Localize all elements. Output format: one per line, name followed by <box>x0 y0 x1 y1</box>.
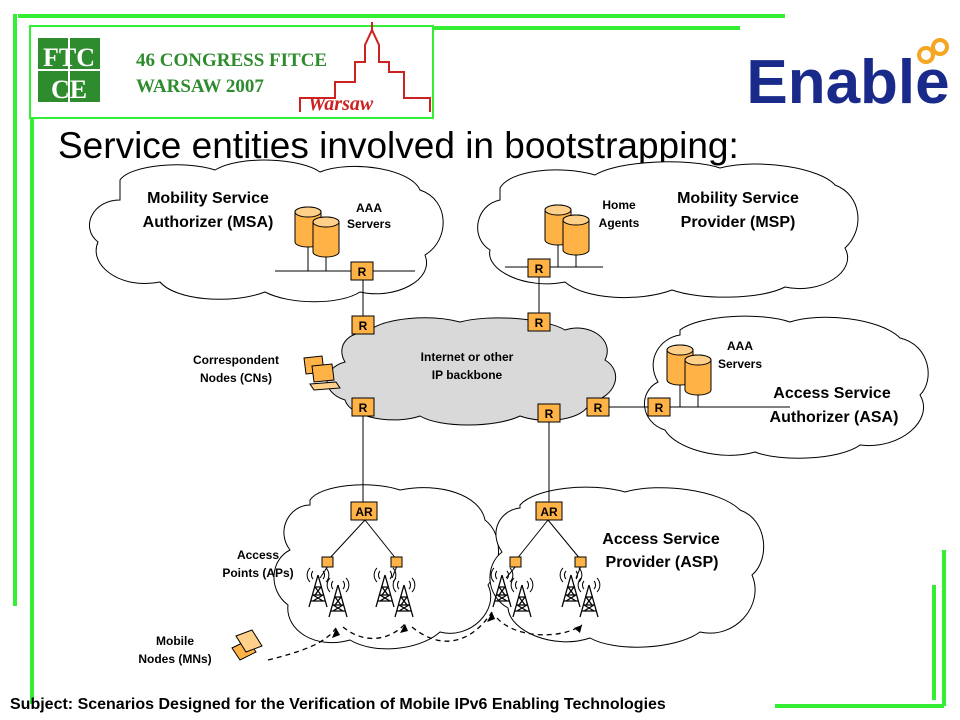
asp-label-line2: Provider (ASP) <box>606 554 719 571</box>
access-points <box>321 556 587 568</box>
warsaw-logo: Warsaw <box>299 22 431 115</box>
mn-label-line2: Nodes (MNs) <box>138 652 211 666</box>
asp-label-line1: Access Service <box>602 531 720 548</box>
svg-text:FTC: FTC <box>43 43 95 72</box>
fitce-logo: FTC CE <box>38 38 100 104</box>
msa-servers-line2: Servers <box>347 217 391 231</box>
msp-label-line2: Provider (MSP) <box>681 214 796 231</box>
svg-text:Warsaw: Warsaw <box>308 93 374 115</box>
router-msp-lan: R <box>527 258 551 278</box>
svg-text:R: R <box>594 401 603 415</box>
enable-logo: Enable <box>746 38 950 117</box>
svg-text:R: R <box>535 316 544 330</box>
ap-label-line1: Access <box>237 548 279 562</box>
slide-subject: Subject: Scenarios Designed for the Veri… <box>10 696 666 713</box>
cloud-asp <box>489 486 765 648</box>
msp-label-line1: Mobility Service <box>677 190 799 207</box>
svg-text:CE: CE <box>51 75 87 104</box>
router-backbone-right: R <box>537 403 561 423</box>
msa-servers-line1: AAA <box>356 201 382 215</box>
slide-title: Service entities involved in bootstrappi… <box>58 125 739 166</box>
correspondent-nodes <box>303 355 341 391</box>
cn-label-line1: Correspondent <box>193 353 279 367</box>
access-router-left: AR <box>350 501 378 521</box>
mobility-arrowheads <box>332 612 582 638</box>
router-backbone-left: R <box>351 397 375 417</box>
svg-text:Enable: Enable <box>746 48 949 117</box>
network-links <box>275 240 790 579</box>
mobility-path <box>267 611 583 661</box>
asa-servers-line1: AAA <box>727 339 753 353</box>
router-msa-edge: R <box>351 315 375 335</box>
router-backbone-asa: R <box>586 397 610 417</box>
congress-line1: 46 CONGRESS FITCE <box>136 50 327 71</box>
backbone-label-line1: Internet or other <box>421 350 514 364</box>
svg-text:R: R <box>359 401 368 415</box>
svg-text:R: R <box>535 262 544 276</box>
cloud-msp <box>477 161 859 298</box>
backbone-label-line2: IP backbone <box>432 368 503 382</box>
svg-text:R: R <box>545 407 554 421</box>
asa-servers-line2: Servers <box>718 357 762 371</box>
msa-label-line2: Authorizer (MSA) <box>143 214 274 231</box>
msp-agents-line1: Home <box>602 198 636 212</box>
access-router-right: AR <box>535 501 563 521</box>
asa-label-line2: Authorizer (ASA) <box>770 409 899 426</box>
msp-agents-line2: Agents <box>599 216 640 230</box>
svg-text:R: R <box>358 265 367 279</box>
svg-text:R: R <box>359 319 368 333</box>
cloud-access-left <box>273 484 499 650</box>
svg-text:AR: AR <box>355 505 373 519</box>
router-msa-lan: R <box>350 261 374 281</box>
cn-label-line2: Nodes (CNs) <box>200 371 272 385</box>
router-msp-edge: R <box>527 312 551 332</box>
asa-label-line1: Access Service <box>773 385 891 402</box>
mn-label-line1: Mobile <box>156 634 194 648</box>
msa-label-line1: Mobility Service <box>147 190 269 207</box>
congress-banner: FTC CE 46 CONGRESS FITCE WARSAW 2007 War… <box>29 22 434 119</box>
cloud-asa <box>643 315 929 459</box>
congress-line2: WARSAW 2007 <box>136 76 264 97</box>
svg-text:R: R <box>655 401 664 415</box>
router-asa-lan: R <box>647 397 671 417</box>
svg-text:AR: AR <box>540 505 558 519</box>
mobile-node <box>231 629 263 661</box>
ap-label-line2: Points (APs) <box>222 566 293 580</box>
